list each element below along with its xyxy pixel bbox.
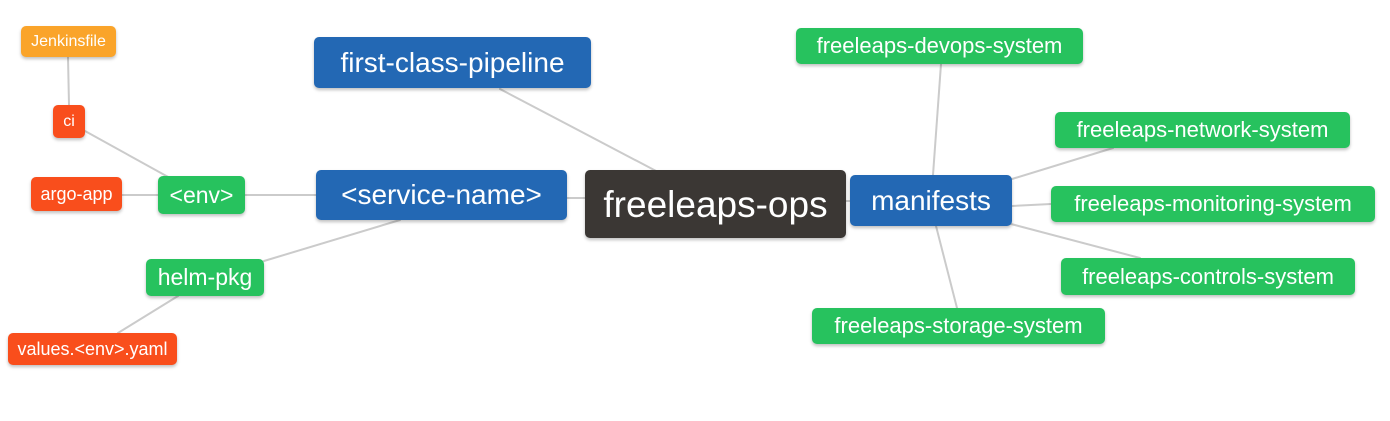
edge-jenkinsfile-ci (67, 56, 70, 106)
edge-ci-env (84, 130, 171, 179)
node-freeleaps-monitoring-system[interactable]: freeleaps-monitoring-system (1051, 186, 1375, 222)
node-values-env-yaml[interactable]: values.<env>.yaml (8, 333, 177, 365)
node-freeleaps-ops-root[interactable]: freeleaps-ops (585, 170, 846, 238)
node-env[interactable]: <env> (158, 176, 245, 214)
node-helm-pkg[interactable]: helm-pkg (146, 259, 264, 296)
node-ci[interactable]: ci (53, 105, 85, 138)
edge-manifests-monitoring (1011, 203, 1052, 207)
edge-service-name-helm-pkg (263, 219, 401, 262)
edge-manifests-devops (932, 63, 942, 176)
node-service-name[interactable]: <service-name> (316, 170, 567, 220)
node-freeleaps-devops-system[interactable]: freeleaps-devops-system (796, 28, 1083, 64)
edge-manifests-network (1011, 147, 1114, 180)
node-jenkinsfile[interactable]: Jenkinsfile (21, 26, 116, 57)
node-freeleaps-storage-system[interactable]: freeleaps-storage-system (812, 308, 1105, 344)
node-first-class-pipeline[interactable]: first-class-pipeline (314, 37, 591, 88)
edge-manifests-controls (1010, 223, 1141, 259)
edge-helm-pkg-values (117, 295, 179, 334)
edge-manifests-storage (935, 225, 958, 309)
edge-pipeline-freeleaps-ops (499, 88, 659, 173)
node-argo-app[interactable]: argo-app (31, 177, 122, 211)
node-freeleaps-network-system[interactable]: freeleaps-network-system (1055, 112, 1350, 148)
node-manifests[interactable]: manifests (850, 175, 1012, 226)
node-freeleaps-controls-system[interactable]: freeleaps-controls-system (1061, 258, 1355, 295)
